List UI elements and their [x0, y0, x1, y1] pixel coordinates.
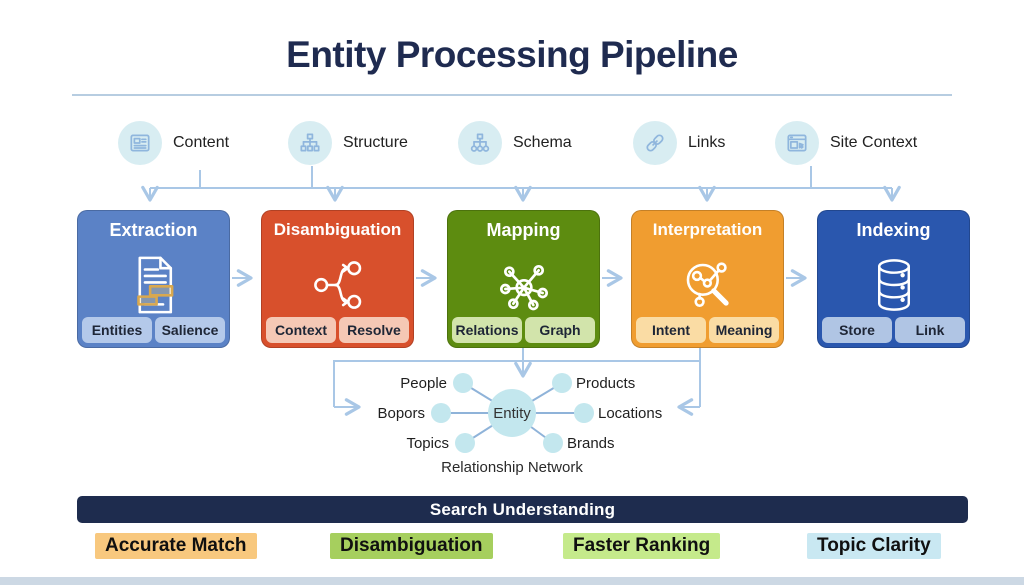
stage-tag-meaning: Meaning [709, 317, 779, 343]
source-item-structure: Structure [288, 121, 408, 165]
network-caption: Relationship Network [441, 459, 583, 476]
benefit-topic-clarity: Topic Clarity [807, 533, 941, 559]
stage-title-indexing: Indexing [856, 220, 931, 240]
stage-tag-link: Link [895, 317, 965, 343]
content-icon [118, 121, 162, 165]
stage-extraction: Extraction Entities Salience [77, 210, 230, 348]
magnifier-nodes-icon [686, 262, 729, 307]
stage-tag-intent: Intent [636, 317, 706, 343]
source-item-content: Content [118, 121, 229, 165]
source-label-site-context: Site Context [830, 134, 918, 151]
stage-tag-salience: Salience [155, 317, 225, 343]
source-label-structure: Structure [343, 134, 408, 151]
node-circle-products [552, 373, 572, 393]
stage-tag-resolve: Resolve [339, 317, 409, 343]
stage-title-disambiguation: Disambiguation [273, 220, 402, 239]
bottom-edge-strip [0, 577, 1024, 585]
node-label-topics: Topics [406, 435, 449, 452]
benefit-accurate-match: Accurate Match [95, 533, 257, 559]
schema-icon [458, 121, 502, 165]
stage-tag-context: Context [266, 317, 336, 343]
stage-tag-store: Store [822, 317, 892, 343]
source-item-site-context: Site Context [775, 121, 917, 165]
source-label-schema: Schema [513, 134, 572, 151]
stage-indexing: Indexing Store Link [817, 210, 970, 348]
benefit-disambiguation: Disambiguation [330, 533, 493, 559]
search-understanding-banner: Search Understanding [77, 496, 968, 523]
node-circle-locations [574, 403, 594, 423]
stage-title-extraction: Extraction [109, 220, 198, 240]
node-circle-brands [543, 433, 563, 453]
database-icon [877, 259, 910, 311]
node-circle-topics [455, 433, 475, 453]
title-divider [72, 94, 952, 96]
stage-tag-graph: Graph [525, 317, 595, 343]
network-hub-icon [499, 265, 548, 311]
stage-tag-relations: Relations [452, 317, 522, 343]
site-context-icon [775, 121, 819, 165]
branch-split-icon [313, 261, 361, 309]
node-label-bopors: Bopors [377, 405, 425, 422]
source-item-schema: Schema [458, 121, 572, 165]
structure-icon [288, 121, 332, 165]
node-label-people: People [400, 375, 447, 392]
document-highlight-icon [136, 256, 173, 314]
source-item-links: Links [633, 121, 725, 165]
source-label-links: Links [688, 134, 726, 151]
stage-title-mapping: Mapping [486, 220, 561, 240]
node-label-locations: Locations [598, 405, 663, 422]
stage-disambiguation: Disambiguation Context Resolve [261, 210, 414, 348]
stage-mapping: Mapping Relations Graph [447, 210, 600, 348]
stage-interpretation: Interpretation Intent Meaning [631, 210, 784, 348]
source-label-content: Content [173, 134, 230, 151]
node-label-brands: Brands [567, 435, 615, 452]
node-label-products: Products [576, 375, 636, 392]
links-icon [633, 121, 677, 165]
node-circle-people [453, 373, 473, 393]
page-title: Entity Processing Pipeline [286, 34, 738, 75]
node-circle-bopors [431, 403, 451, 423]
stage-tag-entities: Entities [82, 317, 152, 343]
benefit-faster-ranking: Faster Ranking [563, 533, 721, 559]
entity-center-node: Entity [488, 389, 536, 437]
stage-title-interpretation: Interpretation [652, 220, 763, 239]
